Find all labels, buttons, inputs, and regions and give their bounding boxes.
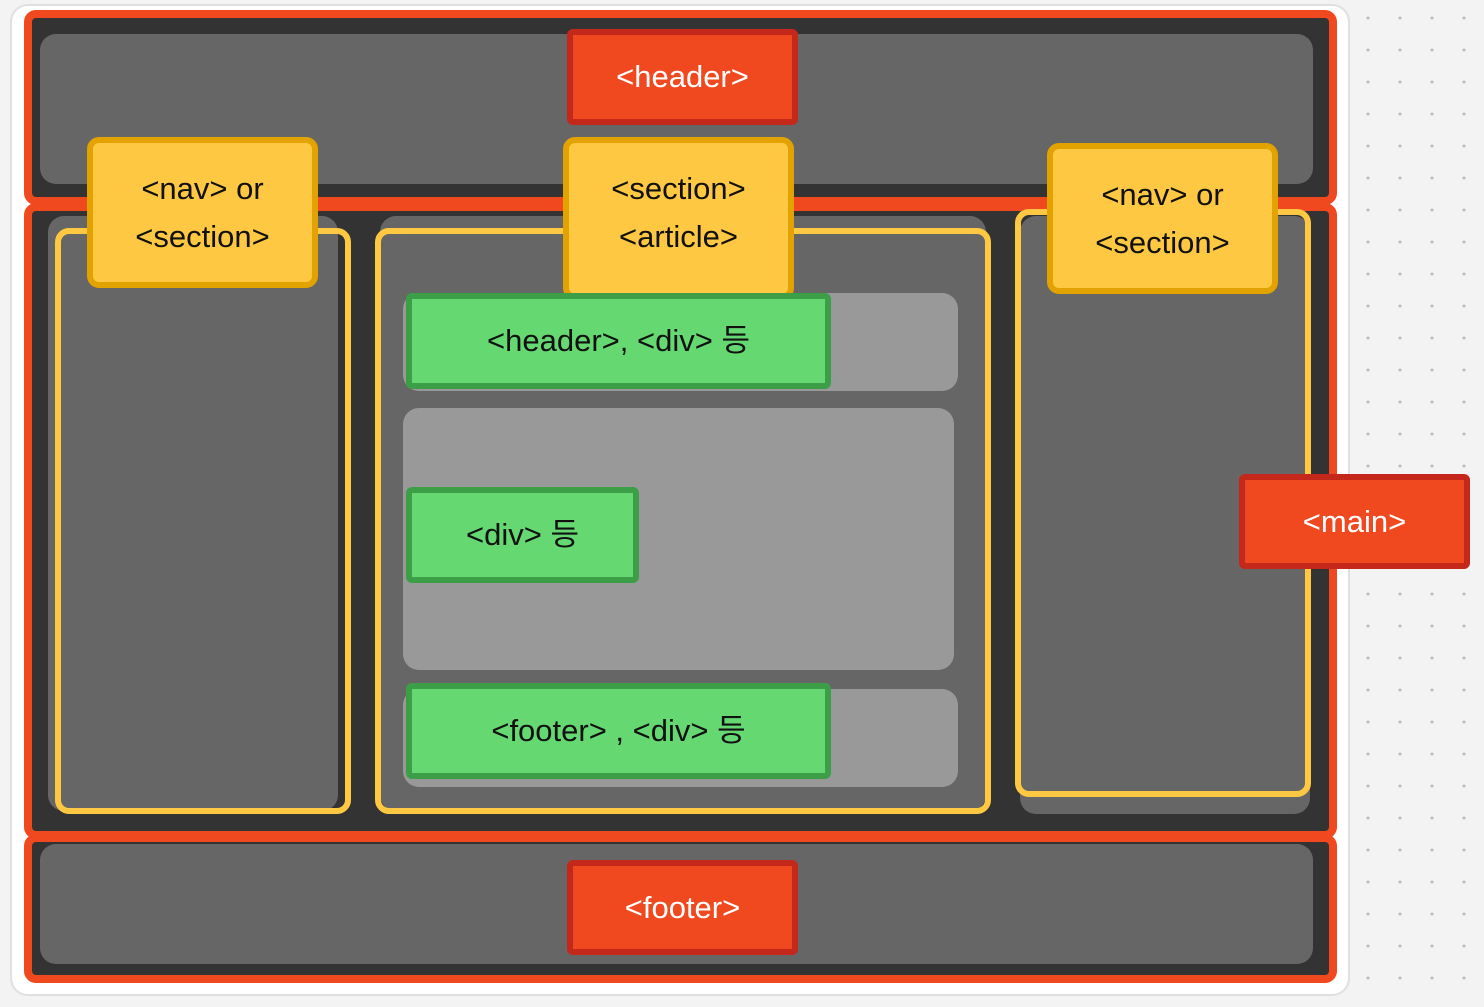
section-article-tag-label: <section> <article> xyxy=(563,137,794,300)
header-tag-label: <header> xyxy=(567,29,798,125)
left-aside-frame xyxy=(55,228,351,814)
inner-header-tag-label: <header>, <div> 등 xyxy=(406,293,831,389)
nav-right-tag-label: <nav> or <section> xyxy=(1047,143,1278,294)
footer-tag-label: <footer> xyxy=(567,860,798,955)
main-tag-label: <main> xyxy=(1239,474,1470,569)
inner-footer-tag-label: <footer> , <div> 등 xyxy=(406,683,831,779)
left-panel xyxy=(48,216,338,811)
nav-left-tag-label: <nav> or <section> xyxy=(87,137,318,288)
inner-div-tag-label: <div> 등 xyxy=(406,487,639,583)
